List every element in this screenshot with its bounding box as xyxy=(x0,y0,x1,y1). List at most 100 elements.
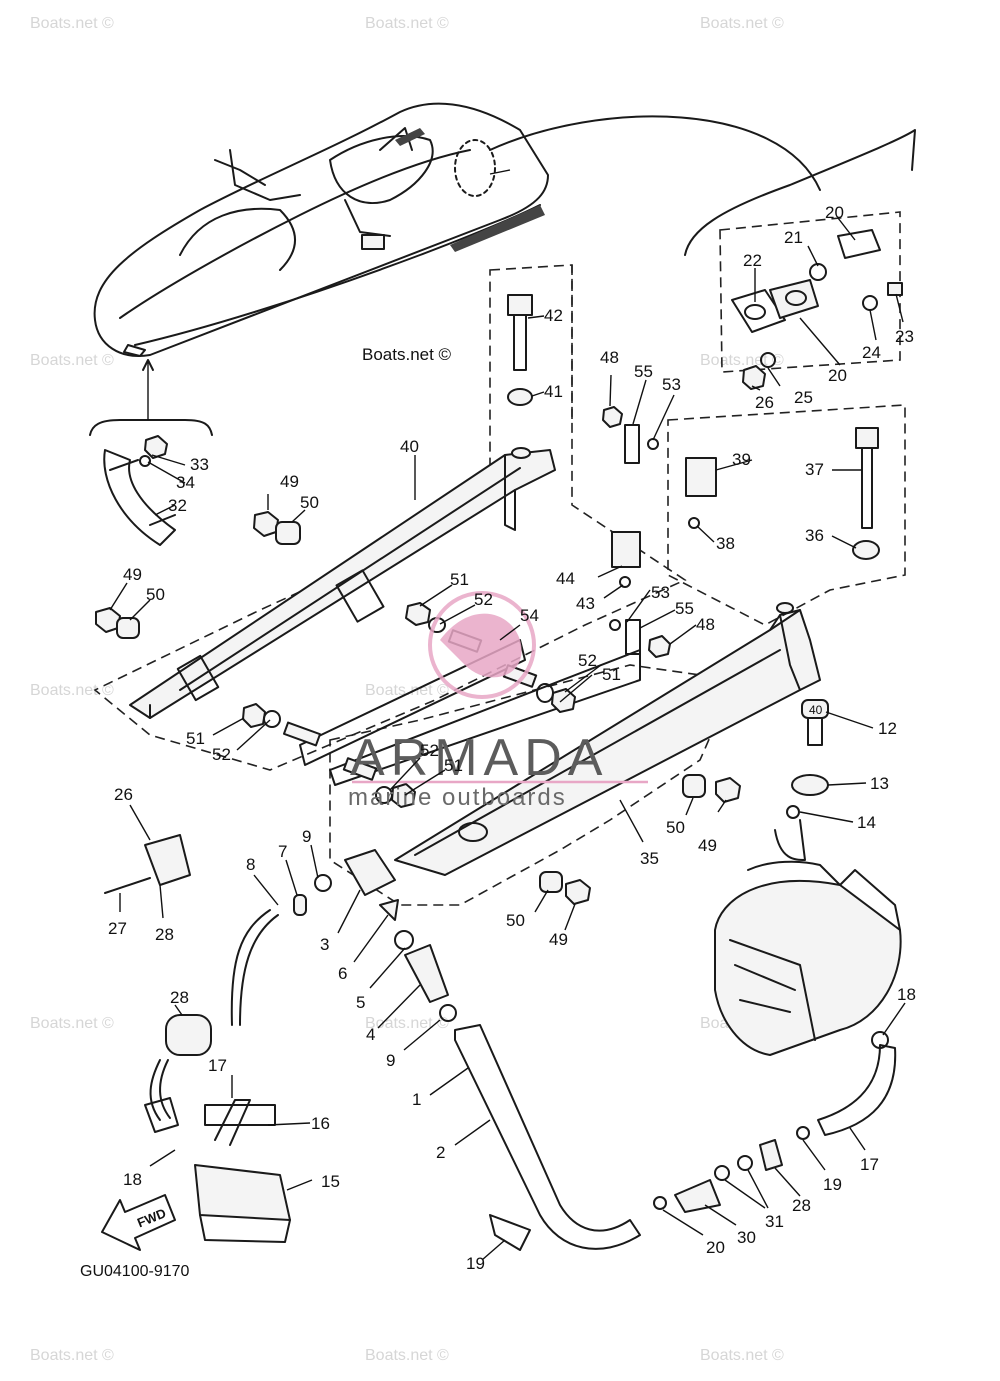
watermark: Boats.net © xyxy=(30,1347,114,1364)
watercraft-illustration xyxy=(93,102,821,357)
callout-labels: 42 41 40 49 50 33 34 32 49 50 51 52 54 5… xyxy=(108,203,916,1273)
callout-3: 3 xyxy=(320,935,329,954)
callout-11: 18 xyxy=(897,985,916,1004)
callout-31: 28 xyxy=(170,988,189,1007)
callout-10: 17 xyxy=(860,1155,879,1174)
callout-52: 52 xyxy=(212,745,231,764)
seal-group xyxy=(731,229,903,390)
callout-40: 37 xyxy=(805,460,824,479)
callout-18: 18 xyxy=(123,1170,142,1189)
brand-name: ARMADA xyxy=(350,729,608,787)
watermark: Boats.net © xyxy=(30,15,114,32)
callout-29: 27 xyxy=(108,919,127,938)
callout-51: 51 xyxy=(450,570,469,589)
callout-37: 34 xyxy=(176,473,195,492)
callout-50: 50 xyxy=(146,585,165,604)
callout-4: 4 xyxy=(366,1025,375,1044)
callout-41: 38 xyxy=(716,534,735,553)
callout-30: 28 xyxy=(155,925,174,944)
callout-49: 49 xyxy=(698,836,717,855)
callout-42: 39 xyxy=(732,450,751,469)
callout-1: 1 xyxy=(412,1090,421,1109)
callout-49: 49 xyxy=(123,565,142,584)
callout-32: 28 xyxy=(792,1196,811,1215)
callout-9: 9 xyxy=(386,1051,395,1070)
callout-12: 12 xyxy=(878,719,897,738)
callout-33: 30 xyxy=(737,1228,756,1247)
detail-bracket-left xyxy=(89,419,213,436)
callout-50: 50 xyxy=(666,818,685,837)
callout-50: 50 xyxy=(300,493,319,512)
watermark: Boats.net © xyxy=(700,1347,784,1364)
brand-watermark: ARMADA marine outboards xyxy=(348,591,648,811)
callout-7: 7 xyxy=(278,842,287,861)
callout-49: 49 xyxy=(280,472,299,491)
callout-26: 25 xyxy=(794,388,813,407)
callout-8: 8 xyxy=(246,855,255,874)
watermark: Boats.net © xyxy=(30,352,114,369)
watermark: Boats.net © xyxy=(700,15,784,32)
callout-51: 51 xyxy=(602,665,621,684)
diagram-code: GU04100-9170 xyxy=(80,1263,190,1280)
callout-53: 53 xyxy=(662,375,681,394)
callout-16: 16 xyxy=(311,1114,330,1133)
callout-26: 24 xyxy=(862,343,881,362)
callout-43: 40 xyxy=(400,437,419,456)
callout-52: 52 xyxy=(420,741,439,760)
callout-36: 33 xyxy=(190,455,209,474)
callout-38: 35 xyxy=(640,849,659,868)
callout-45: 42 xyxy=(544,306,563,325)
callout-14: 14 xyxy=(857,813,876,832)
cap-label: 40 xyxy=(809,703,823,717)
callout-53: 53 xyxy=(651,583,670,602)
callout-51: 51 xyxy=(444,756,463,775)
callout-9: 9 xyxy=(302,827,311,846)
callout-55: 55 xyxy=(634,362,653,381)
watermark-layer: Boats.net © Boats.net © Boats.net © Boat… xyxy=(30,15,784,1364)
callout-21: 20 xyxy=(828,366,847,385)
watermark: Boats.net © xyxy=(365,1347,449,1364)
rail-38 xyxy=(394,602,821,876)
callout-27: 26 xyxy=(755,393,774,412)
callout-13: 13 xyxy=(870,774,889,793)
watermark: Boats.net © xyxy=(365,682,449,699)
callout-20: 19 xyxy=(823,1175,842,1194)
jet-pump: 40 xyxy=(714,699,902,1056)
callout-5: 5 xyxy=(356,993,365,1012)
callout-46: 43 xyxy=(576,594,595,613)
watermark: Boats.net © xyxy=(365,15,449,32)
watermark: Boats.net © xyxy=(30,1015,114,1032)
callout-6: 6 xyxy=(338,964,347,983)
callout-52: 52 xyxy=(474,590,493,609)
callout-48: 48 xyxy=(696,615,715,634)
hose-set xyxy=(103,435,897,1251)
callout-17: 17 xyxy=(208,1056,227,1075)
callout-34: 31 xyxy=(765,1212,784,1231)
callout-20: 20 xyxy=(706,1238,725,1257)
callout-15: 15 xyxy=(321,1172,340,1191)
callout-35: 32 xyxy=(168,496,187,515)
callout-44: 41 xyxy=(544,382,563,401)
callout-19: 19 xyxy=(466,1254,485,1273)
callout-39: 36 xyxy=(805,526,824,545)
callout-24: 22 xyxy=(743,251,762,270)
watermark: Boats.net © xyxy=(30,682,114,699)
callout-48: 48 xyxy=(600,348,619,367)
callout-54: 54 xyxy=(520,606,539,625)
fwd-label: FWD xyxy=(135,1205,168,1230)
callout-55: 55 xyxy=(675,599,694,618)
leader-lines xyxy=(109,217,906,1261)
center-watermark: Boats.net © xyxy=(362,345,452,364)
callout-49: 49 xyxy=(549,930,568,949)
callout-51: 51 xyxy=(186,729,205,748)
hardware-set xyxy=(95,294,880,905)
callout-22: 20 xyxy=(825,203,844,222)
callout-52: 52 xyxy=(578,651,597,670)
callout-47: 44 xyxy=(556,569,575,588)
fwd-arrow: FWD xyxy=(101,1194,176,1251)
rail-43 xyxy=(129,447,556,719)
callout-25: 23 xyxy=(895,327,914,346)
callout-50: 50 xyxy=(506,911,525,930)
callout-2: 2 xyxy=(436,1143,445,1162)
